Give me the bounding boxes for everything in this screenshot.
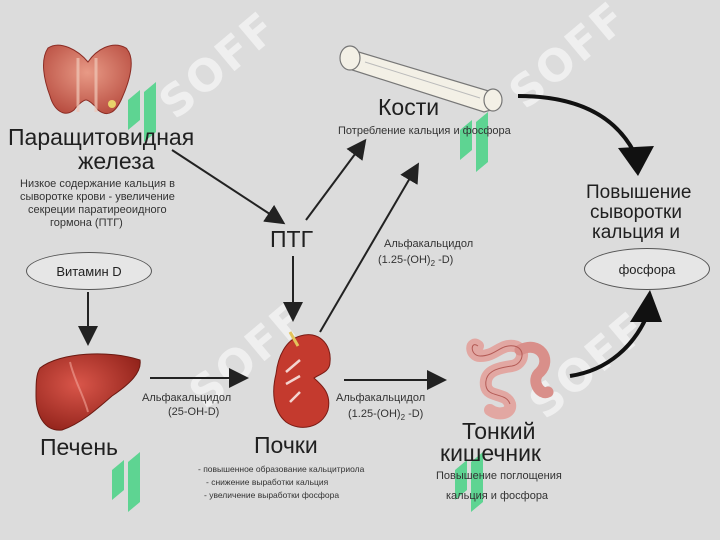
result-line-2: сыворотки bbox=[590, 202, 682, 223]
intestine-desc-2: кальция и фосфора bbox=[446, 490, 549, 502]
ptg-label: ПТГ bbox=[270, 226, 314, 252]
arrow-ptg-bones bbox=[305, 138, 367, 221]
liver-kidney-label-2: (25-OH-D) bbox=[168, 406, 220, 418]
soff-logo-icon bbox=[112, 82, 488, 512]
kidney-bones-label-sub: 2 bbox=[430, 259, 436, 269]
kidney-bones-label-formula: (1.25-(OH) bbox=[378, 254, 431, 266]
arrow-kidney-bones bbox=[319, 162, 420, 333]
parathyroid-desc-3: секреции паратиреоидного bbox=[28, 204, 167, 216]
kidney-intestine-label-tail: -D) bbox=[405, 408, 424, 420]
kidney-intestine-label-sub: 2 bbox=[400, 413, 406, 423]
bones-desc: Потребление кальция и фосфора bbox=[338, 125, 511, 137]
result-line-1: Повышение bbox=[586, 182, 692, 203]
vitamin-d-label: Витамин D bbox=[56, 263, 122, 279]
liver-kidney-label-1: Альфакальцидол bbox=[142, 392, 232, 404]
parathyroid-title-2: железа bbox=[78, 148, 155, 174]
kidney-bones-label-tail: -D) bbox=[435, 254, 454, 266]
kidney-intestine-label-1: Альфакальцидол bbox=[336, 392, 426, 404]
kidney-icon bbox=[273, 331, 331, 428]
bones-title: Кости bbox=[378, 94, 440, 120]
intestine-title-1: Тонкий bbox=[462, 418, 536, 444]
kidney-note-3: - увеличение выработки фосфора bbox=[204, 490, 340, 500]
parathyroid-desc-4: гормона (ПТГ) bbox=[50, 217, 123, 229]
arrowhead-intestine-result bbox=[630, 290, 662, 322]
result-oval: фосфора bbox=[584, 248, 710, 290]
thyroid-gland-icon bbox=[43, 44, 132, 114]
arrow-parathyroid-ptg bbox=[171, 149, 286, 225]
intestine-icon bbox=[466, 338, 554, 420]
liver-icon bbox=[35, 353, 141, 431]
arrow-intestine-result bbox=[569, 317, 648, 378]
kidney-title: Почки bbox=[254, 432, 318, 458]
result-line-3: кальция и bbox=[592, 222, 680, 243]
kidney-note-2: - снижение выработки кальция bbox=[206, 477, 329, 487]
parathyroid-desc-1: Низкое содержание кальция в bbox=[20, 178, 176, 190]
intestine-desc-1: Повышение поглощения bbox=[436, 470, 562, 482]
arrowhead-bones-result bbox=[618, 146, 654, 176]
result-arrows bbox=[517, 94, 648, 378]
liver-title: Печень bbox=[40, 434, 119, 460]
kidney-note-1: - повышенное образование кальцитриола bbox=[198, 464, 365, 474]
kidney-intestine-label-2: (1.25-(OH)2 -D) bbox=[348, 408, 423, 424]
result-oval-label: фосфора bbox=[618, 261, 676, 277]
parathyroid-desc-2: сыворотке крови - увеличение bbox=[20, 191, 175, 203]
intestine-title-2: кишечник bbox=[440, 440, 541, 466]
vitamin-d-oval: Витамин D bbox=[26, 252, 152, 290]
kidney-bones-label-1: Альфакальцидол bbox=[384, 238, 474, 250]
kidney-intestine-label-formula: (1.25-(OH) bbox=[348, 408, 401, 420]
arrow-bones-result bbox=[517, 94, 636, 153]
bone-icon bbox=[339, 45, 503, 113]
parathyroid-title-1: Паращитовидная bbox=[8, 124, 195, 150]
kidney-bones-label-2: (1.25-(OH)2 -D) bbox=[378, 254, 453, 270]
flow-arrows bbox=[78, 138, 447, 390]
